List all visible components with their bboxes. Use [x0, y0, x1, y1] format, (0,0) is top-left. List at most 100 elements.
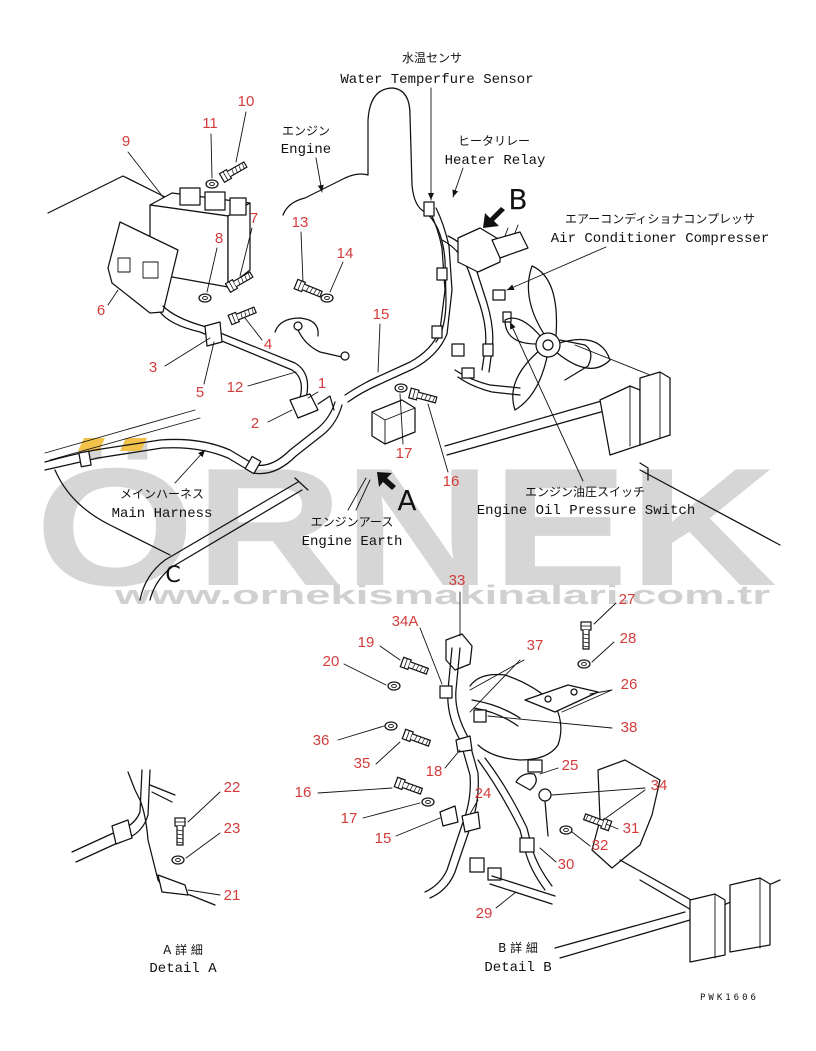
callout-number: 36 [313, 732, 330, 749]
callouts-detail-b: 33 27 34A 28 19 37 20 26 36 35 38 18 25 … [295, 572, 668, 922]
earth-cable [149, 489, 303, 601]
callout-number: 35 [354, 755, 371, 772]
callout-number: 3 [149, 359, 157, 376]
main-harness-label-jp: メインハーネス [120, 487, 204, 501]
callout-number: 17 [341, 810, 358, 827]
compressor-lead [471, 699, 521, 727]
view-marker-b: B [508, 183, 527, 216]
callout-number: 1 [318, 375, 326, 392]
view-arrow-b-icon [483, 207, 505, 228]
washer-20 [387, 681, 401, 691]
callout-number: 5 [196, 384, 204, 401]
harness-branch [159, 311, 302, 399]
callout-number: 15 [373, 306, 390, 323]
washer-11 [205, 179, 219, 189]
callout-number: 17 [396, 445, 413, 462]
water-temp-sensor-label: Water Temperfure Sensor [340, 72, 533, 88]
bracket-hole [544, 695, 552, 703]
heater-relay-terminal [491, 231, 529, 259]
clamp-18 [455, 735, 473, 753]
clamp-15 [439, 805, 459, 827]
callout-number: 2 [251, 415, 259, 432]
engine-outline [282, 87, 447, 343]
washer-14 [320, 293, 334, 303]
detail-a-pipe [75, 769, 151, 863]
switch-cable [477, 759, 546, 891]
overview-drawing [44, 87, 781, 601]
earth-cable-end [294, 477, 309, 491]
detail-b-leaders [317, 591, 646, 909]
callout-number: 30 [558, 856, 575, 873]
heater-relay-label: Heater Relay [445, 153, 546, 169]
clamp-21 [157, 874, 189, 896]
harness-connector [451, 343, 465, 357]
belt-line [574, 344, 651, 376]
bracket-hole [570, 688, 578, 696]
callout-number: 38 [621, 719, 638, 736]
washer-36 [384, 721, 398, 731]
clip-5 [204, 321, 223, 347]
callout-number: 25 [562, 757, 579, 774]
harness-connector [487, 867, 502, 881]
callout-number: 13 [292, 214, 309, 231]
watermark: ÖRNEK www.ornekismakinalari.com.tr [35, 433, 777, 621]
callout-number: 7 [250, 210, 258, 227]
washer-8 [198, 293, 212, 303]
switch-cable [484, 757, 553, 887]
view-marker-a: A [397, 484, 416, 517]
callout-number: 29 [476, 905, 493, 922]
fan-side-cable [454, 369, 521, 396]
harness-connector [431, 325, 443, 339]
clamp-1 [317, 395, 335, 411]
callout-number: 24 [475, 785, 492, 802]
callout-number: 4 [264, 336, 272, 353]
view-arrow-a-icon [377, 472, 396, 490]
bolt-4 [227, 304, 258, 326]
callout-number: 14 [337, 245, 354, 262]
bolt-10 [218, 159, 249, 183]
engine-harness-branch [441, 239, 487, 371]
main-harness-label: Main Harness [112, 506, 213, 522]
detail-b-harness [429, 647, 479, 899]
callout-number: 16 [443, 473, 460, 490]
callout-number: 15 [375, 830, 392, 847]
callout-number: 34A [392, 613, 419, 630]
compressor-connector [492, 289, 506, 301]
washer-17 [421, 797, 435, 807]
bolt-16 [408, 387, 438, 406]
callouts-overview: 10 11 9 7 8 6 13 14 4 15 3 5 12 1 2 17 1… [97, 93, 460, 490]
harness-connector [519, 837, 535, 853]
chassis-box-edge [714, 877, 761, 959]
chassis-rail [639, 462, 781, 546]
plate-connector [142, 261, 159, 279]
component-17 [371, 399, 416, 445]
overview-leaders [107, 87, 607, 511]
callout-number: 20 [323, 653, 340, 670]
shroud [591, 759, 661, 869]
harness-band [78, 450, 92, 468]
washer-32 [559, 825, 573, 835]
engine-earth-label-jp: エンジンアース [311, 515, 394, 529]
harness-branch [162, 305, 309, 399]
frame-member [619, 859, 701, 916]
water-temp-sensor-connector [423, 201, 435, 217]
earth-cable [139, 481, 299, 601]
clamp-2 [289, 393, 319, 419]
fan-icon [504, 265, 611, 411]
bracket-edge [47, 175, 166, 214]
cable-terminal [293, 321, 303, 331]
callout-number: 12 [227, 379, 244, 396]
harness-connector [461, 367, 475, 379]
engine-harness [344, 211, 446, 396]
oil-pressure-switch-label: Engine Oil Pressure Switch [477, 503, 695, 519]
callout-number: 8 [215, 230, 223, 247]
bolt-19 [399, 656, 430, 677]
callout-number: 9 [122, 133, 130, 150]
bracket-26 [524, 684, 599, 713]
heater-relay [457, 227, 501, 273]
detail-a-branch [149, 784, 176, 803]
engine-harness [347, 207, 453, 403]
callout-number: 31 [623, 820, 640, 837]
plate-connector [117, 257, 131, 273]
